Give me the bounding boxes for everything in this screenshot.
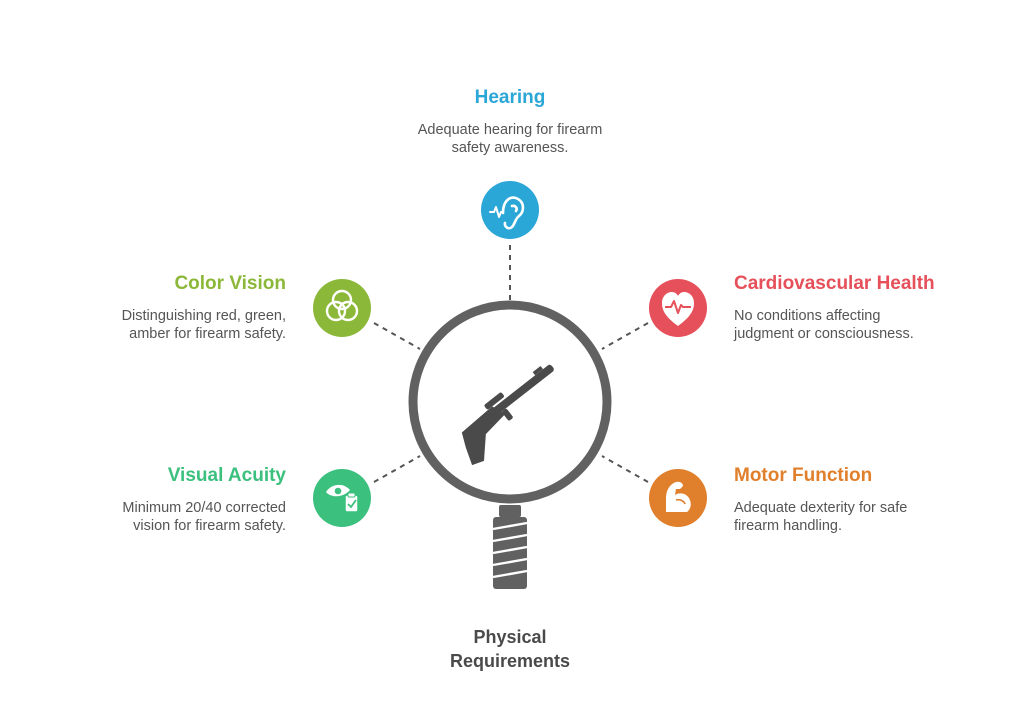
cardiovascular-description: No conditions affecting judgment or cons… [734, 307, 914, 343]
visual-acuity-node [313, 469, 371, 527]
magnifier-handle [493, 517, 527, 589]
connector-color-vision [373, 322, 421, 350]
hearing-node [481, 181, 539, 239]
visual-acuity-description: Minimum 20/40 corrected vision for firea… [66, 499, 286, 535]
color-vision-desc-line2: amber for firearm safety. [129, 326, 286, 342]
flexed-arm-icon [666, 481, 691, 512]
center-title-line1: Physical [473, 627, 547, 647]
motor-description: Adequate dexterity for safe firearm hand… [734, 499, 907, 535]
motor-desc-line2: firearm handling. [734, 518, 842, 534]
center-title: Physical Requirements [410, 625, 610, 673]
center-title-line2: Requirements [449, 651, 571, 671]
hearing-desc-line2: safety awareness. [451, 140, 569, 156]
color-vision-title: Color Vision [174, 273, 286, 294]
hearing-desc-line1: Adequate hearing for firearm [417, 122, 603, 138]
motor-title: Motor Function [734, 465, 873, 486]
visual-acuity-desc-line1: Minimum 20/40 corrected [122, 500, 286, 516]
magnifier-collar [499, 505, 521, 517]
heart-pulse-icon [662, 292, 694, 326]
motor-node [649, 469, 707, 527]
cardiovascular-node [649, 279, 707, 337]
eye-clipboard-icon [326, 484, 359, 513]
color-circles-icon [325, 289, 359, 322]
visual-acuity-desc-line2: vision for firearm safety. [133, 518, 286, 534]
cardiovascular-title: Cardiovascular Health [734, 273, 935, 294]
hearing-title: Hearing [474, 87, 546, 108]
color-vision-description: Distinguishing red, green, amber for fir… [66, 307, 286, 343]
visual-acuity-circle [313, 469, 371, 527]
connectors [373, 245, 649, 483]
connector-visual-acuity [373, 455, 421, 483]
cardiovascular-desc-line2: judgment or consciousness. [734, 326, 914, 342]
handle-grip-lines [492, 521, 528, 579]
cardiovascular-desc-line1: No conditions affecting [734, 308, 881, 324]
rifle-icon [461, 364, 554, 466]
hearing-description: Adequate hearing for firearm safety awar… [380, 121, 640, 157]
connector-motor [601, 455, 649, 483]
motor-desc-line1: Adequate dexterity for safe [734, 500, 908, 516]
ear-icon [489, 196, 525, 230]
color-vision-node [313, 279, 371, 337]
connector-cardiovascular [601, 322, 649, 350]
color-vision-desc-line1: Distinguishing red, green, [121, 308, 286, 324]
magnifier [408, 300, 612, 589]
visual-acuity-title: Visual Acuity [167, 465, 286, 486]
hearing-circle [481, 181, 539, 239]
